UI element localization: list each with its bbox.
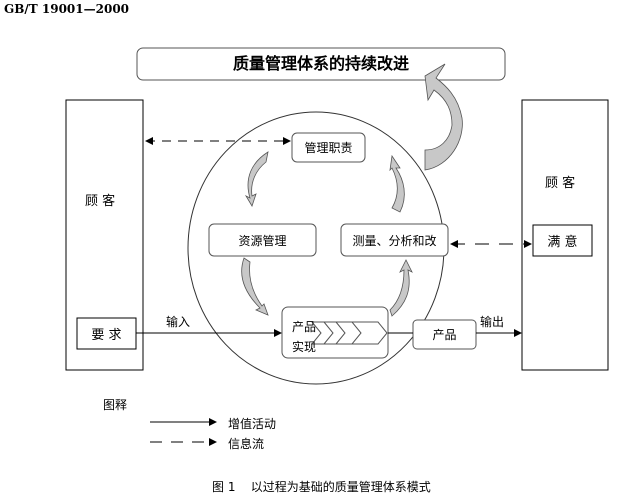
cycle-arrow-icon bbox=[389, 259, 413, 317]
chevron-icon bbox=[323, 321, 346, 345]
realization-label-line2: 实现 bbox=[292, 340, 317, 354]
legend-solid-label: 增值活动 bbox=[228, 417, 277, 431]
legend-dashed-label: 信息流 bbox=[228, 437, 265, 451]
satisfaction-label: 满 意 bbox=[547, 235, 578, 250]
cycle-arrow-icon bbox=[241, 257, 269, 316]
resources-label: 资源管理 bbox=[238, 233, 287, 248]
management-label: 管理职责 bbox=[304, 141, 353, 155]
management-box bbox=[291, 132, 366, 163]
diagram-title: 质量管理体系的持续改进 bbox=[232, 54, 409, 73]
title-box bbox=[136, 47, 506, 81]
measurement-box bbox=[340, 223, 449, 257]
left-customer-label: 顾 客 bbox=[85, 194, 116, 209]
output-label: 输出 bbox=[480, 315, 505, 329]
requirement-label: 要 求 bbox=[91, 328, 122, 343]
chevron-icon bbox=[352, 321, 388, 345]
cycle-arrow-icon bbox=[244, 151, 269, 207]
right-customer-label: 顾 客 bbox=[545, 176, 576, 191]
figure-caption: 图 1 以过程为基础的质量管理体系模式 bbox=[212, 480, 431, 494]
product-label: 产品 bbox=[432, 328, 457, 342]
measurement-label: 测量、分析和改 bbox=[352, 233, 437, 248]
input-label: 输入 bbox=[166, 315, 191, 329]
realization-label-line1: 产品 bbox=[292, 320, 317, 334]
satisfaction-box bbox=[532, 224, 593, 257]
resources-box bbox=[208, 223, 317, 257]
cycle-arrow-icon bbox=[389, 154, 405, 213]
standard-number: GB/T 19001—2000 bbox=[4, 2, 130, 16]
improvement-arrow-icon bbox=[424, 63, 463, 171]
product-box bbox=[412, 319, 477, 350]
legend-title: 图释 bbox=[103, 398, 128, 412]
